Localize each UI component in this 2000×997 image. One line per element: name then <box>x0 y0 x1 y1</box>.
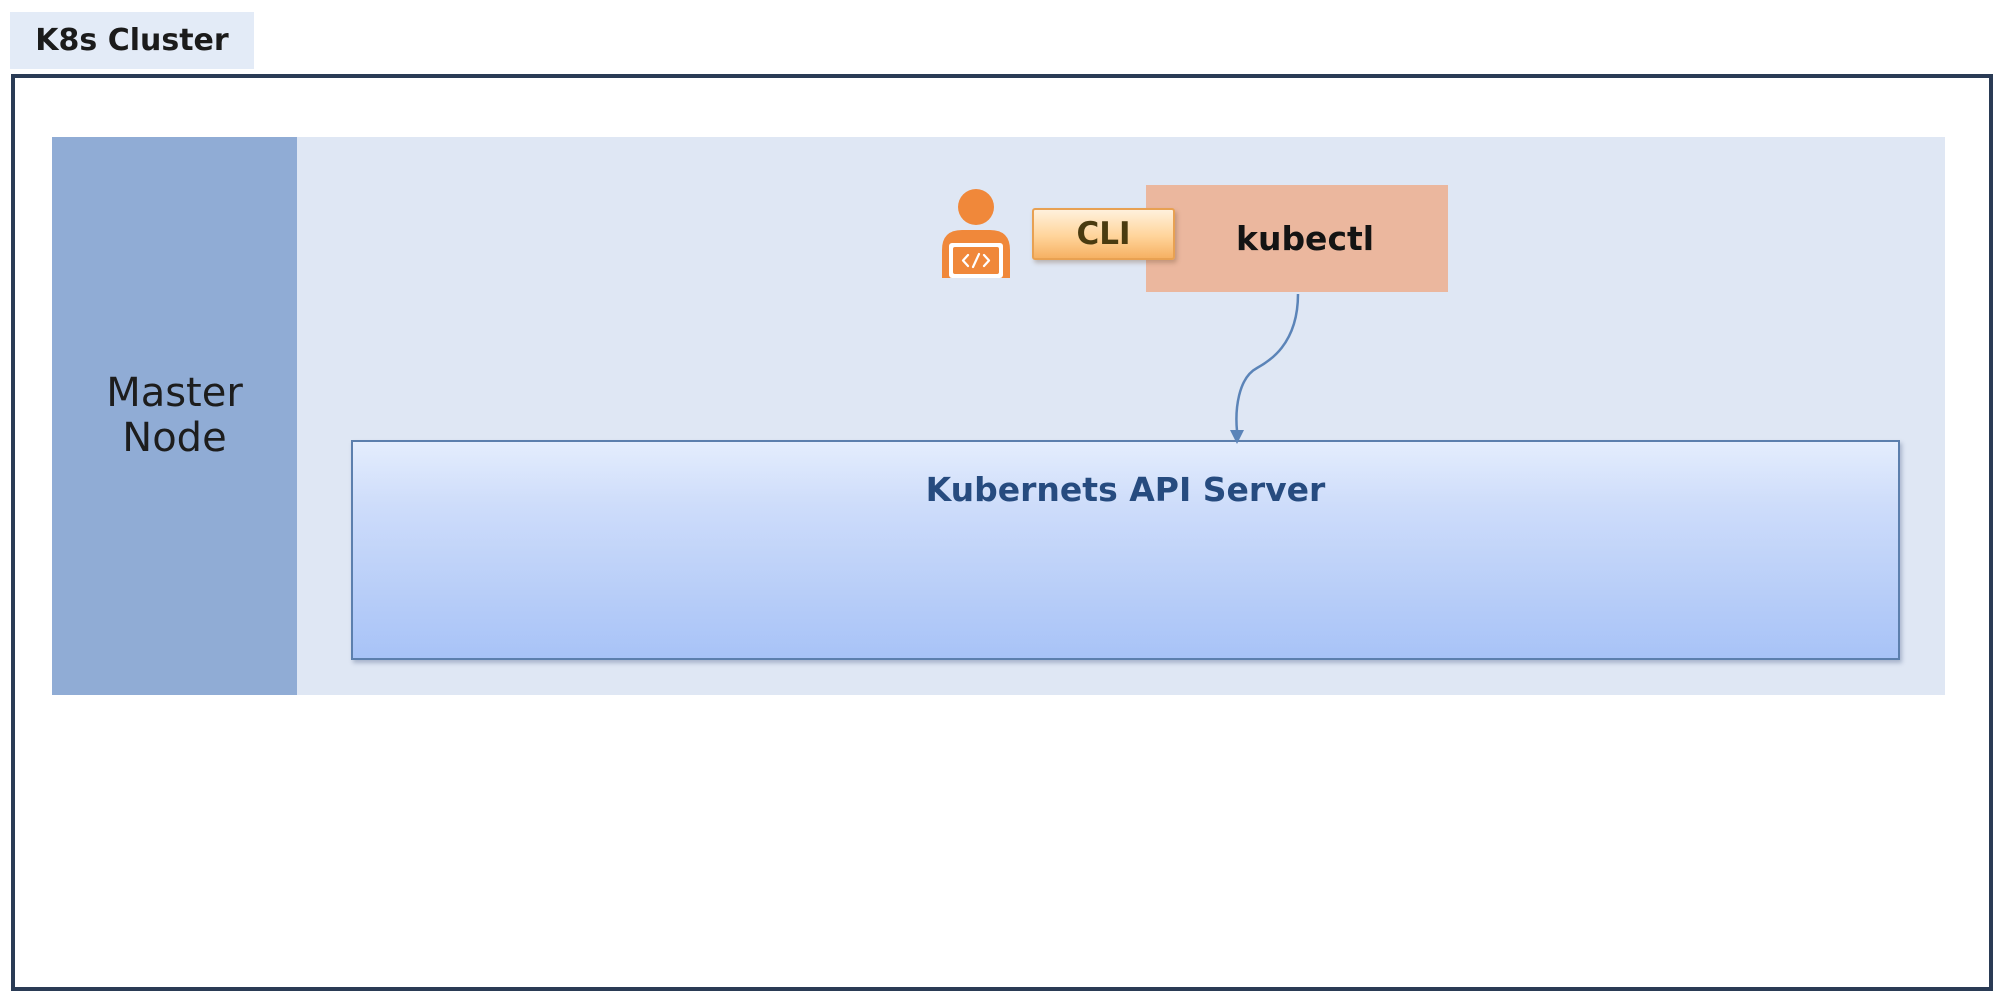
cli-badge: CLI <box>1032 208 1175 260</box>
api-server-label: Kubernets API Server <box>925 470 1326 509</box>
master-node-band: Master Node <box>52 137 297 695</box>
kubectl-box: kubectl <box>1146 185 1448 292</box>
code-tag-icon <box>961 252 991 269</box>
developer-icon <box>942 189 1010 278</box>
user-head-icon <box>958 189 994 225</box>
api-server-box: Kubernets API Server <box>351 440 1900 660</box>
cluster-tab-label: K8s Cluster <box>10 12 254 69</box>
master-node-label: Master Node <box>106 370 243 461</box>
